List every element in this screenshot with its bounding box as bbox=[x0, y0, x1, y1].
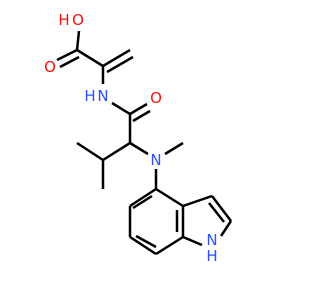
bond-cooh-c-o-double-a bbox=[56, 48, 78, 62]
bond-ring-c4-c5 bbox=[129, 187, 157, 208]
atom-label-amide-n: N bbox=[97, 87, 108, 105]
bond-ring-c6-c7 bbox=[129, 235, 157, 256]
bond-cooh-c-alpha bbox=[76, 48, 104, 68]
atom-label-oh-o: O bbox=[72, 11, 84, 29]
bond-pyrrole-c3-c2-inner bbox=[208, 202, 225, 223]
bond-ring-c6-c7-inner bbox=[135, 234, 157, 249]
atom-label-layer: H O O H N O N N H bbox=[44, 11, 218, 265]
atom-label-indole-h: H bbox=[206, 247, 217, 265]
bond-ring-c4-c5-inner bbox=[132, 194, 153, 210]
atom-label-carboxyl-o: O bbox=[44, 58, 56, 76]
bond-ch-n bbox=[129, 141, 149, 156]
bond-vinyl-double-a bbox=[102, 48, 131, 68]
bond-pyrrole-c3-c2 bbox=[211, 195, 232, 222]
bond-ring-c3a-c4 bbox=[155, 187, 184, 208]
bond-pyrrole-n-c7a bbox=[182, 235, 203, 247]
bond-pyrrole-c2-n bbox=[219, 220, 233, 237]
bond-vinyl-double-b bbox=[106, 55, 134, 74]
bond-amide-co-double-b bbox=[132, 109, 151, 123]
molecule-canvas: H O O H N O N N H bbox=[44, 11, 233, 265]
bond-n-methyl bbox=[164, 141, 184, 156]
bond-amide-co-double-a bbox=[129, 102, 148, 116]
bond-ring-c7-c7a bbox=[155, 235, 184, 256]
bond-layer bbox=[56, 30, 233, 256]
bond-nh-co bbox=[111, 101, 131, 116]
atom-label-amine-n: N bbox=[150, 151, 161, 169]
bond-cooh-oh bbox=[75, 30, 81, 51]
bond-ch-ch-iso bbox=[102, 141, 131, 162]
atom-label-indole-n: N bbox=[206, 231, 217, 249]
bond-pyrrole-c3a-c3 bbox=[182, 194, 213, 208]
bond-iso-me1 bbox=[76, 141, 104, 162]
molecule-structure: H O O H N O N N H bbox=[44, 11, 233, 265]
atom-label-amide-o: O bbox=[150, 89, 162, 107]
atom-label-amide-h: H bbox=[84, 87, 95, 105]
bond-cooh-c-o-double-b bbox=[59, 55, 80, 69]
atom-label-oh-h: H bbox=[58, 11, 69, 29]
